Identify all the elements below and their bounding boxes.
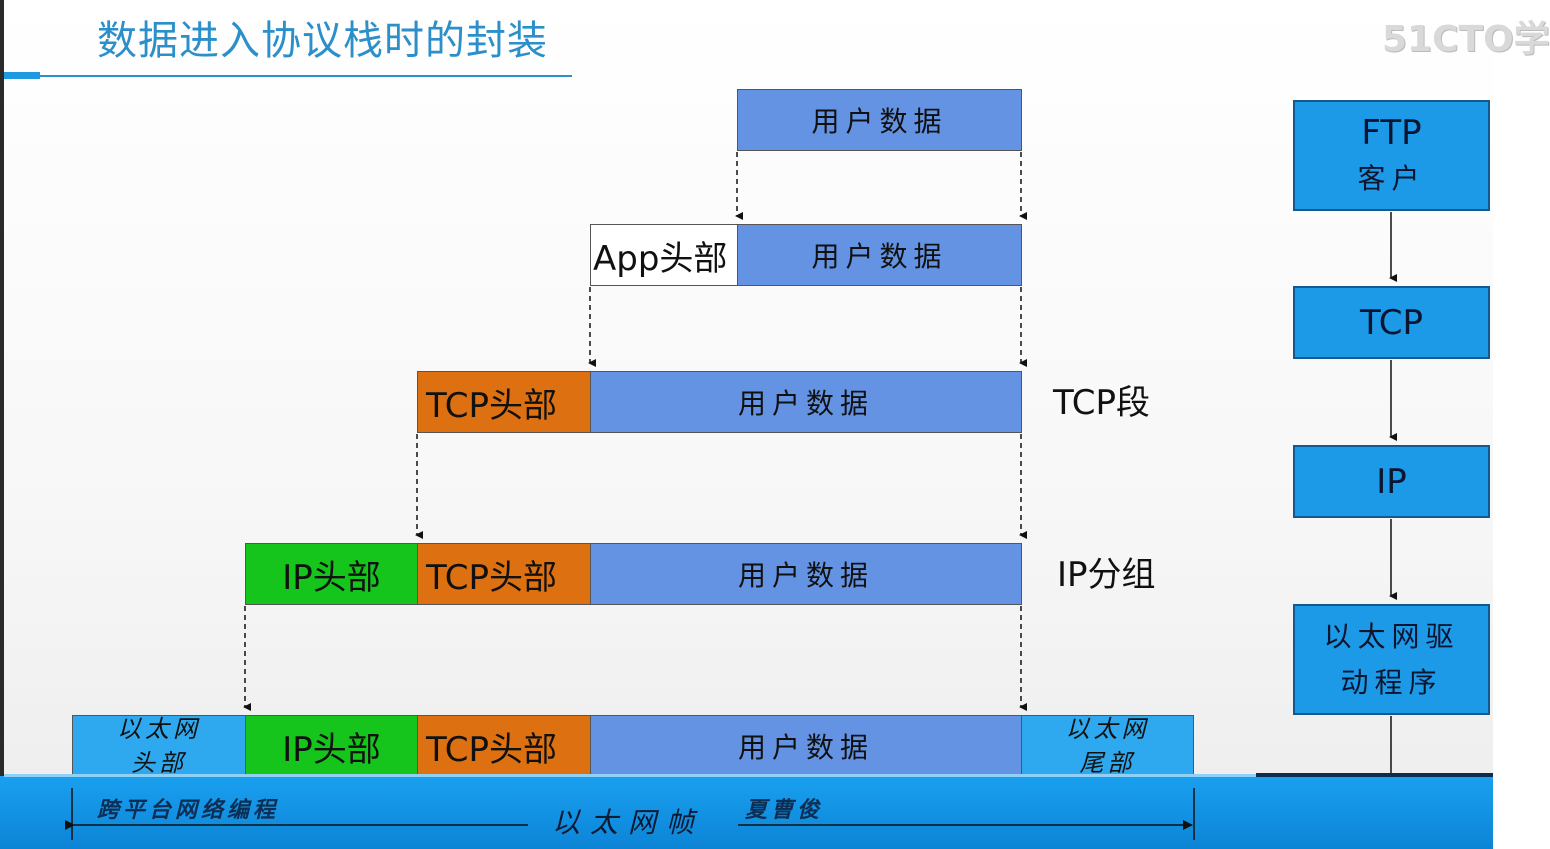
course-watermark: 跨平台网络编程 <box>97 798 280 823</box>
row2-user-data: 用户数据 <box>737 224 1022 286</box>
row4-ip-header: IP头部 <box>245 543 418 605</box>
row5-tcp-header: TCP头部 <box>417 715 591 777</box>
layer-ip: IP <box>1293 445 1490 518</box>
site-watermark: 51CTO学 <box>1382 19 1550 60</box>
bottom-band <box>0 776 1493 849</box>
page-title: 数据进入协议栈时的封装 <box>97 18 548 64</box>
eth-trailer-line2: 尾部 <box>1079 749 1136 777</box>
row5-eth-trailer: 以太网 尾部 <box>1021 715 1194 777</box>
title-accent-bar <box>4 72 40 79</box>
row4-tcp-header: TCP头部 <box>417 543 591 605</box>
layer-ethernet-driver: 以太网驱 动程序 <box>1293 604 1490 715</box>
ethernet-frame-label: 以太网帧 <box>552 806 705 839</box>
layer-ftp-client: FTP 客户 <box>1293 100 1490 211</box>
window-edge <box>0 0 4 849</box>
row5-eth-header: 以太网 头部 <box>72 715 246 777</box>
layer-eth-line2: 动程序 <box>1340 665 1443 699</box>
eth-trailer-line1: 以太网 <box>1065 715 1150 743</box>
layer-tcp: TCP <box>1293 286 1490 359</box>
eth-header-line1: 以太网 <box>117 715 201 743</box>
row4-user-data: 用户数据 <box>590 543 1022 605</box>
layer-eth-line1: 以太网驱 <box>1323 619 1460 653</box>
title-underline <box>40 75 572 77</box>
row3-tcp-header: TCP头部 <box>417 371 591 433</box>
row3-user-data: 用户数据 <box>590 371 1022 433</box>
layer-ip-line1: IP <box>1376 461 1407 502</box>
connector-lines <box>65 152 1397 840</box>
author-watermark: 夏曹俊 <box>745 798 824 823</box>
layer-ftp-line2: 客户 <box>1357 161 1426 195</box>
row5-ip-header: IP头部 <box>245 715 418 777</box>
eth-header-line2: 头部 <box>131 749 187 777</box>
layer-tcp-line1: TCP <box>1359 302 1424 343</box>
band-dark-line <box>1256 773 1493 777</box>
row2-app-header: App头部 <box>590 224 738 286</box>
tcp-segment-label: TCP段 <box>1053 383 1151 423</box>
row1-user-data: 用户数据 <box>737 89 1022 151</box>
layer-ftp-line1: FTP <box>1361 112 1422 153</box>
ip-packet-label: IP分组 <box>1057 555 1156 595</box>
band-highlight-line <box>4 774 1256 777</box>
